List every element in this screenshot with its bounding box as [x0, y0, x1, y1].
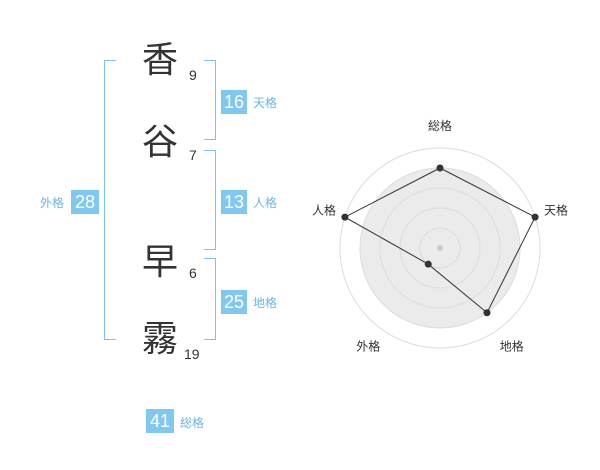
name-char-4: 霧: [141, 319, 178, 360]
tenkaku-badge: 16: [221, 90, 247, 114]
name-char-2: 谷: [141, 122, 178, 163]
radar-point: [531, 213, 539, 221]
gaikaku-bracket: [104, 60, 116, 340]
radar-axis-label: 地格: [500, 339, 524, 354]
radar-center: [437, 245, 443, 251]
radar-axis-label: 総格: [428, 118, 452, 133]
stroke-count-2: 7: [189, 147, 197, 163]
chikaku-label: 地格: [253, 296, 278, 310]
gaikaku-badge: 28: [71, 190, 99, 214]
radar-axis-label: 人格: [312, 202, 336, 217]
name-char-1: 香: [141, 40, 178, 81]
stroke-count-3: 6: [189, 265, 197, 281]
name-char-3: 早: [141, 242, 178, 283]
stroke-count-4: 19: [184, 346, 200, 362]
chikaku-badge: 25: [221, 290, 247, 314]
tenkaku-bracket: [204, 60, 216, 140]
radar-point: [424, 260, 432, 268]
jinkaku-bracket: [204, 150, 216, 250]
radar-point: [483, 309, 491, 317]
tenkaku-label: 天格: [253, 96, 278, 110]
radar-axis-label: 天格: [544, 202, 568, 217]
jinkaku-badge: 13: [221, 190, 247, 214]
soukaku-label: 総格: [180, 416, 205, 430]
stroke-count-1: 9: [189, 67, 197, 83]
chikaku-bracket: [204, 258, 216, 340]
radar-point: [341, 213, 349, 221]
gaikaku-label: 外格: [40, 196, 65, 210]
soukaku-badge: 41: [146, 409, 174, 433]
radar-point: [436, 164, 444, 172]
radar-axis-label: 外格: [356, 339, 380, 354]
radar-polygon: [343, 167, 536, 314]
jinkaku-label: 人格: [253, 196, 278, 210]
